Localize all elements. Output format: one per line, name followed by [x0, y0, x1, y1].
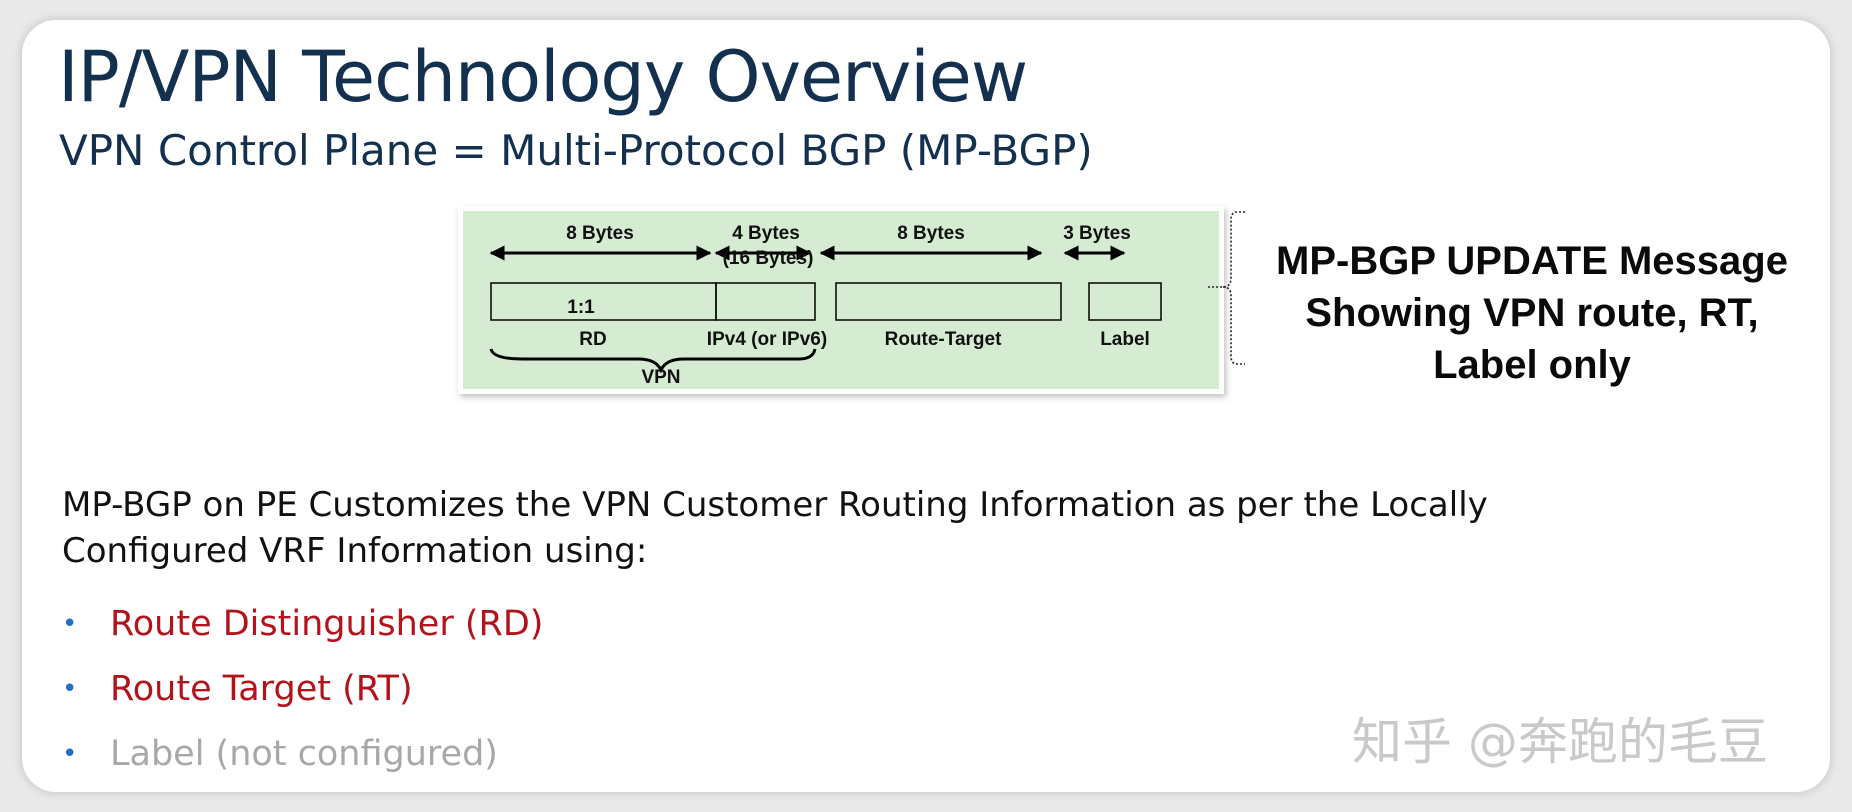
rt-field-label: Route-Target: [885, 329, 1002, 350]
rt-field-box: [835, 282, 1062, 321]
rd-size-text: 8 Bytes: [566, 223, 634, 244]
rt-size-text: 8 Bytes: [897, 223, 965, 244]
ip-field-box: [715, 282, 816, 321]
slide-subtitle: VPN Control Plane = Multi-Protocol BGP (…: [59, 126, 1093, 175]
watermark: 知乎 @奔跑的毛豆: [1352, 713, 1768, 771]
label-field-box: [1088, 282, 1162, 321]
ip-size-alt-text: (16 Bytes): [723, 248, 814, 269]
slide-title: IP/VPN Technology Overview: [58, 36, 1028, 118]
bullet-list: • Route Distinguisher (RD) • Route Target (…: [62, 594, 543, 789]
vpn-label: VPN: [641, 367, 680, 388]
callout-line-1: MP-BGP UPDATE Message: [1276, 239, 1788, 283]
bullet-text: Route Distinguisher (RD): [110, 604, 544, 644]
rd-field-box: [490, 282, 717, 321]
bullet-item: • Route Target (RT): [62, 659, 543, 724]
bullet-item: • Label (not configured): [62, 724, 543, 789]
ip-size-text: 4 Bytes: [732, 223, 800, 244]
bullet-dot-icon: •: [62, 609, 78, 639]
slide: IP/VPN Technology Overview VPN Control P…: [22, 20, 1830, 792]
label-size-text: 3 Bytes: [1063, 223, 1131, 244]
vpn-brace: [489, 348, 817, 374]
callout-line-2: Showing VPN route, RT,: [1305, 291, 1759, 335]
rd-field-label: RD: [579, 329, 606, 350]
bullet-dot-icon: •: [62, 739, 78, 769]
intro-line-2: Configured VRF Information using:: [62, 531, 648, 571]
bullet-item: • Route Distinguisher (RD): [62, 594, 543, 659]
callout-brace: [1207, 211, 1245, 365]
intro-paragraph: MP-BGP on PE Customizes the VPN Customer…: [62, 482, 1562, 574]
intro-line-1: MP-BGP on PE Customizes the VPN Customer…: [62, 485, 1488, 525]
diagram-svg: 8 Bytes 4 Bytes (16 Bytes) 8 Bytes 3 Byt…: [489, 223, 1162, 388]
rd-value-text: 1:1: [567, 297, 595, 318]
bullet-text: Label (not configured): [110, 734, 498, 774]
ip-field-label: IPv4 (or IPv6): [707, 329, 827, 350]
callout-text: MP-BGP UPDATE Message Showing VPN route,…: [1252, 235, 1812, 391]
mp-bgp-update-diagram: 8 Bytes 4 Bytes (16 Bytes) 8 Bytes 3 Byt…: [458, 206, 1224, 394]
bullet-text: Route Target (RT): [110, 669, 413, 709]
callout-line-3: Label only: [1433, 343, 1631, 387]
bullet-dot-icon: •: [62, 674, 78, 704]
label-field-label: Label: [1100, 329, 1150, 350]
